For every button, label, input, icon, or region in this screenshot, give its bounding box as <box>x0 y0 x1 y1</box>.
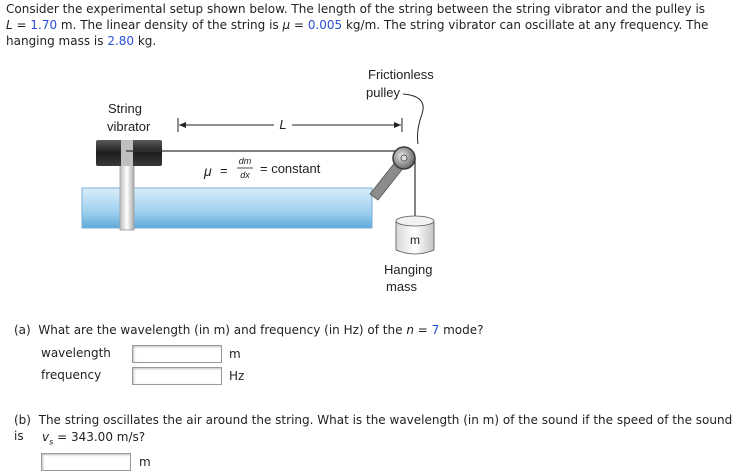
length-label: L <box>279 117 286 132</box>
speed-symbol: v <box>42 430 50 444</box>
pulley-label-line2: pulley <box>366 85 400 100</box>
pulley-label-line1: Frictionless <box>368 67 434 82</box>
equals-text: = <box>12 18 31 32</box>
speed-subscript: s <box>49 437 54 447</box>
intro-text-3: kg/m. The string vibrator can oscillate … <box>342 18 709 32</box>
formula-constant: = constant <box>260 161 321 176</box>
formula-dm: dm <box>239 156 252 166</box>
mass-letter: m <box>410 233 420 247</box>
length-value: 1.70 <box>30 18 58 32</box>
wavelength-input[interactable] <box>132 345 222 363</box>
part-a-equals: = <box>413 323 432 337</box>
hanging-label-line1: Hanging <box>384 262 432 277</box>
part-a-question: (a) What are the wavelength (in m) and f… <box>14 322 483 338</box>
mu-symbol: μ <box>282 18 291 32</box>
length-arrowhead-left <box>179 122 186 128</box>
mass-value: 2.80 <box>107 34 135 48</box>
part-b-speed: vs = 343.00 m/s? <box>42 429 145 450</box>
speed-value: = 343.00 m/s? <box>53 430 146 444</box>
part-a-text: What are the wavelength (in m) and frequ… <box>38 323 407 337</box>
hanging-label-line2: mass <box>386 279 418 294</box>
problem-statement: Consider the experimental setup shown be… <box>6 1 736 49</box>
vibrator-label-line1: String <box>108 101 142 116</box>
experiment-diagram: m L Frictionless pulley String vibrator … <box>81 67 435 294</box>
formula-mu: μ <box>203 163 212 179</box>
density-value: 0.005 <box>307 18 343 32</box>
part-b-text: The string oscillates the air around the… <box>14 413 733 443</box>
vibrator-clamp <box>121 140 133 166</box>
intro-text-5: kg. <box>134 34 157 48</box>
part-a-text-2: mode? <box>439 323 484 337</box>
pulley-hub <box>400 154 408 162</box>
vibrator-label-line2: vibrator <box>107 119 151 134</box>
formula-dx: dx <box>240 170 250 180</box>
sound-wavelength-unit: m <box>139 455 151 469</box>
frequency-label: frequency <box>41 368 102 382</box>
part-b-question: (b) The string oscillates the air around… <box>14 412 740 444</box>
length-symbol: L <box>6 18 13 32</box>
part-a-tag: (a) <box>14 323 31 337</box>
intro-text-2: m. The linear density of the string is <box>57 18 283 32</box>
part-b-tag: (b) <box>14 413 31 427</box>
length-arrowhead-right <box>394 122 401 128</box>
wavelength-label: wavelength <box>41 346 111 360</box>
formula-equals: = <box>220 163 228 178</box>
wavelength-unit: m <box>229 347 241 361</box>
frequency-unit: Hz <box>229 369 245 383</box>
mode-symbol: n <box>406 323 414 337</box>
sound-wavelength-input[interactable] <box>41 453 131 471</box>
intro-text: Consider the experimental setup shown be… <box>6 2 706 16</box>
mass-top <box>395 215 435 227</box>
frequency-input[interactable] <box>132 367 222 385</box>
equals-text-2: = <box>290 18 308 32</box>
mode-value: 7 <box>431 323 440 337</box>
intro-text-4: hanging mass is <box>6 34 108 48</box>
pulley-leader <box>402 93 424 145</box>
